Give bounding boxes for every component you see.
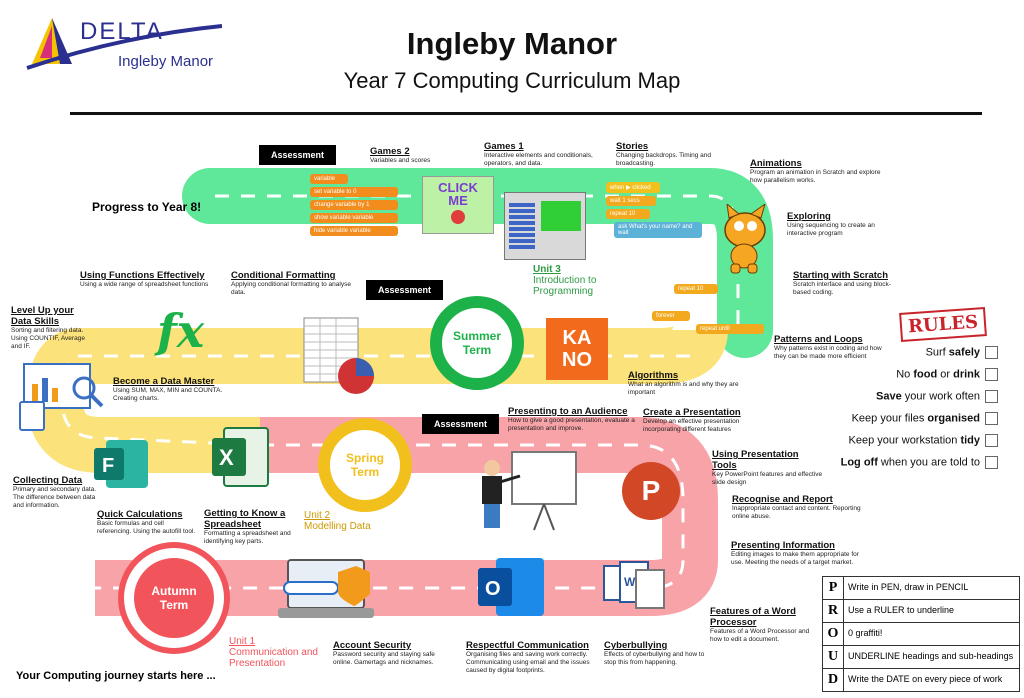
summer-term-label: Summer Term — [452, 329, 502, 357]
autumn-term-circle: Autumn Term — [124, 548, 224, 648]
logo-name: DELTA — [80, 18, 164, 45]
assessment-badge: Assessment — [259, 145, 337, 165]
laptop-security-icon — [278, 559, 374, 618]
spring-term-label: Spring Term — [346, 451, 384, 479]
logo-sub: Ingleby Manor — [118, 53, 214, 70]
scratch-block: repeat 10 — [674, 284, 718, 294]
rule-item: No food or drink — [822, 368, 998, 381]
svg-text:X: X — [219, 445, 234, 470]
rule-item: Log off when you are told to — [822, 456, 998, 469]
scratch-variable-blocks: variable set variable to 0 change variab… — [310, 174, 398, 239]
scratch-block: variable — [310, 174, 348, 184]
scratch-event-blocks: when ▶ clicked wait 1 secs repeat 10 ask… — [606, 182, 702, 241]
delta-logo — [26, 18, 222, 70]
summer-term-circle: Summer Term — [430, 296, 524, 390]
scratch-block: repeat 10 — [606, 209, 650, 219]
svg-text:O: O — [485, 578, 501, 600]
rules-list: Surf safely No food or drink Save your w… — [822, 346, 998, 469]
scratch-block: hide variable variable — [310, 226, 398, 236]
rule-item: Save your work often — [822, 390, 998, 403]
scratch-block: ask What's your name? and wait — [614, 222, 702, 238]
scratch-loop-blocks: repeat 10 forever repeat until — [652, 284, 764, 337]
scratch-block: show variable variable — [310, 213, 398, 223]
scratch-block: change variable by 1 — [310, 200, 398, 210]
scratch-block: wait 1 secs — [606, 196, 656, 206]
fx-icon: fx — [157, 304, 205, 358]
progress-label: Progress to Year 8! — [92, 200, 202, 214]
start-label: Your Computing journey starts here ... — [16, 670, 216, 682]
spreadsheet-chart-icon — [303, 317, 374, 394]
outlook-icon: O — [478, 558, 544, 616]
page-subtitle: Year 7 Computing Curriculum Map — [343, 68, 681, 93]
scratch-block: set variable to 0 — [310, 187, 398, 197]
scratch-block: forever — [652, 311, 690, 321]
kano-logo: KA NO — [546, 318, 608, 380]
presenter-illustration — [482, 451, 577, 531]
assessment-badge: Assessment — [366, 280, 444, 300]
autumn-term-label: Autumn Term — [151, 584, 197, 612]
svg-text:W: W — [624, 575, 636, 589]
rules-badge: RULES — [899, 307, 987, 342]
office-documents-icon: W — [603, 561, 665, 609]
rule-item: Keep your workstation tidy — [822, 434, 998, 447]
scratch-block: when ▶ clicked — [606, 182, 660, 193]
spring-term-circle: Spring Term — [318, 418, 412, 512]
powerpoint-icon: P — [622, 462, 680, 520]
assessment-badge: Assessment — [422, 414, 500, 434]
data-devices-icon — [19, 363, 104, 431]
title-divider — [70, 112, 982, 115]
scratch-block: repeat until — [696, 324, 764, 334]
forms-icon: F — [94, 440, 148, 488]
svg-text:F: F — [102, 455, 114, 477]
rule-item: Keep your files organised — [822, 412, 998, 425]
rule-item: Surf safely — [822, 346, 998, 359]
scratch-editor-screenshot — [504, 192, 586, 260]
excel-icon: X — [212, 427, 269, 487]
scratch-cat-icon — [724, 204, 766, 274]
page-title: Ingleby Manor — [406, 26, 618, 61]
